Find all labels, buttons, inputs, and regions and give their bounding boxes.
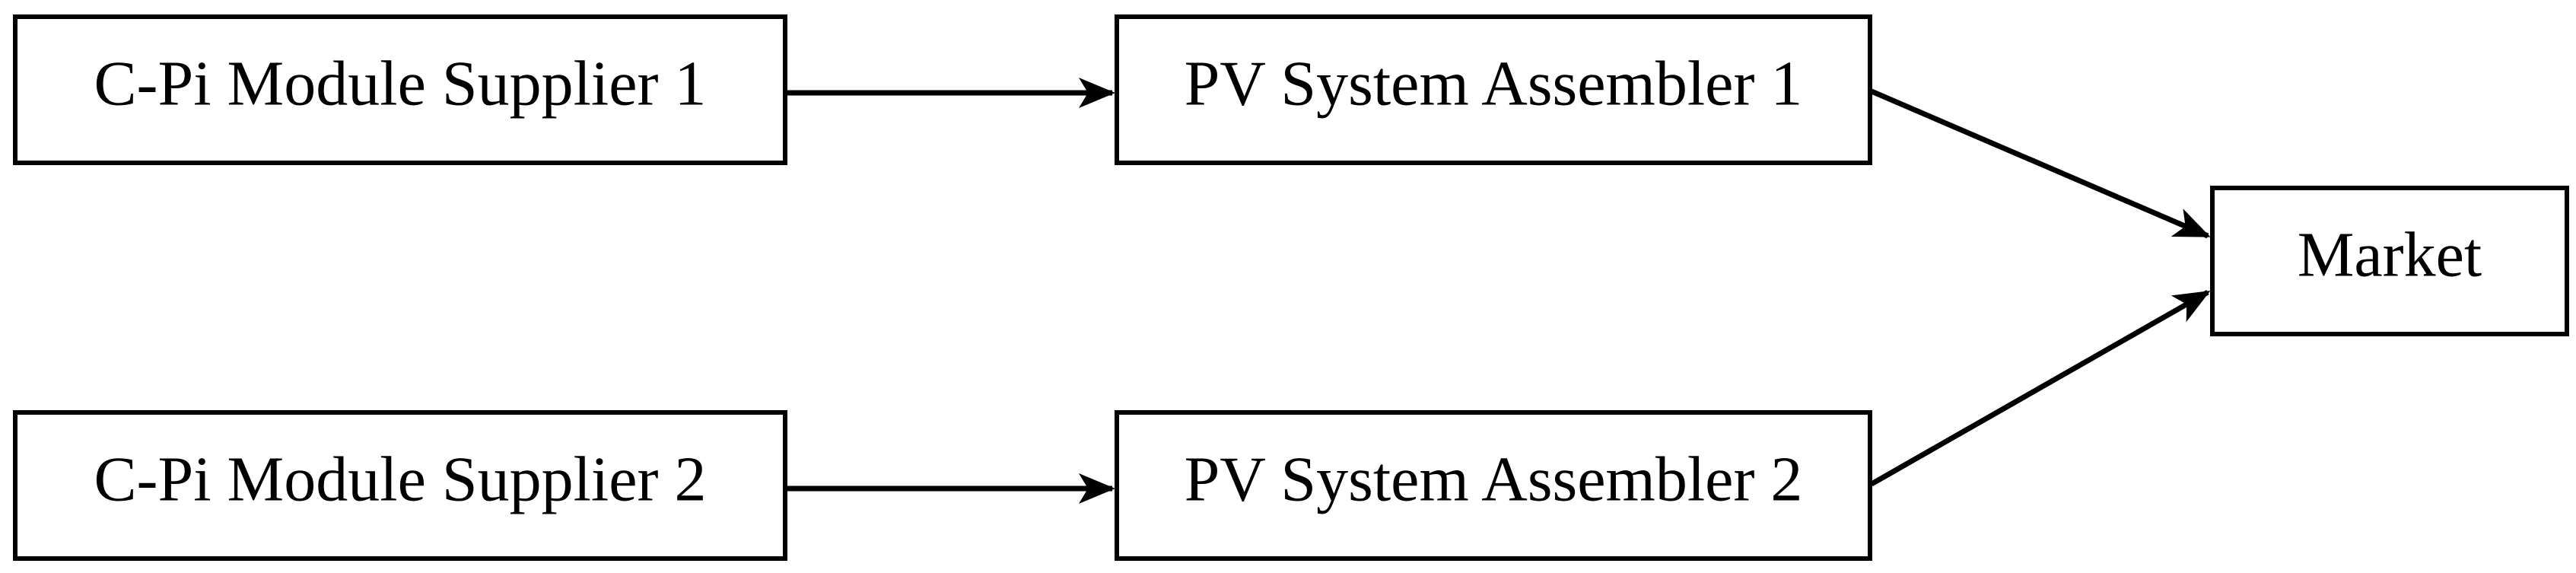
node-supplier-2-label: C-Pi Module Supplier 2 (94, 444, 706, 514)
node-supplier-2: C-Pi Module Supplier 2 (13, 410, 787, 561)
node-assembler-1: PV System Assembler 1 (1115, 14, 1872, 165)
node-assembler-1-label: PV System Assembler 1 (1185, 48, 1803, 119)
node-market: Market (2210, 186, 2569, 336)
node-market-label: Market (2298, 219, 2482, 290)
node-supplier-1: C-Pi Module Supplier 1 (13, 14, 787, 165)
node-assembler-2: PV System Assembler 2 (1115, 410, 1872, 561)
edge-assembler1-to-market (1870, 88, 2211, 239)
node-supplier-1-label: C-Pi Module Supplier 1 (94, 48, 706, 119)
edge-assembler2-to-market (1870, 289, 2211, 487)
node-assembler-2-label: PV System Assembler 2 (1185, 444, 1803, 514)
